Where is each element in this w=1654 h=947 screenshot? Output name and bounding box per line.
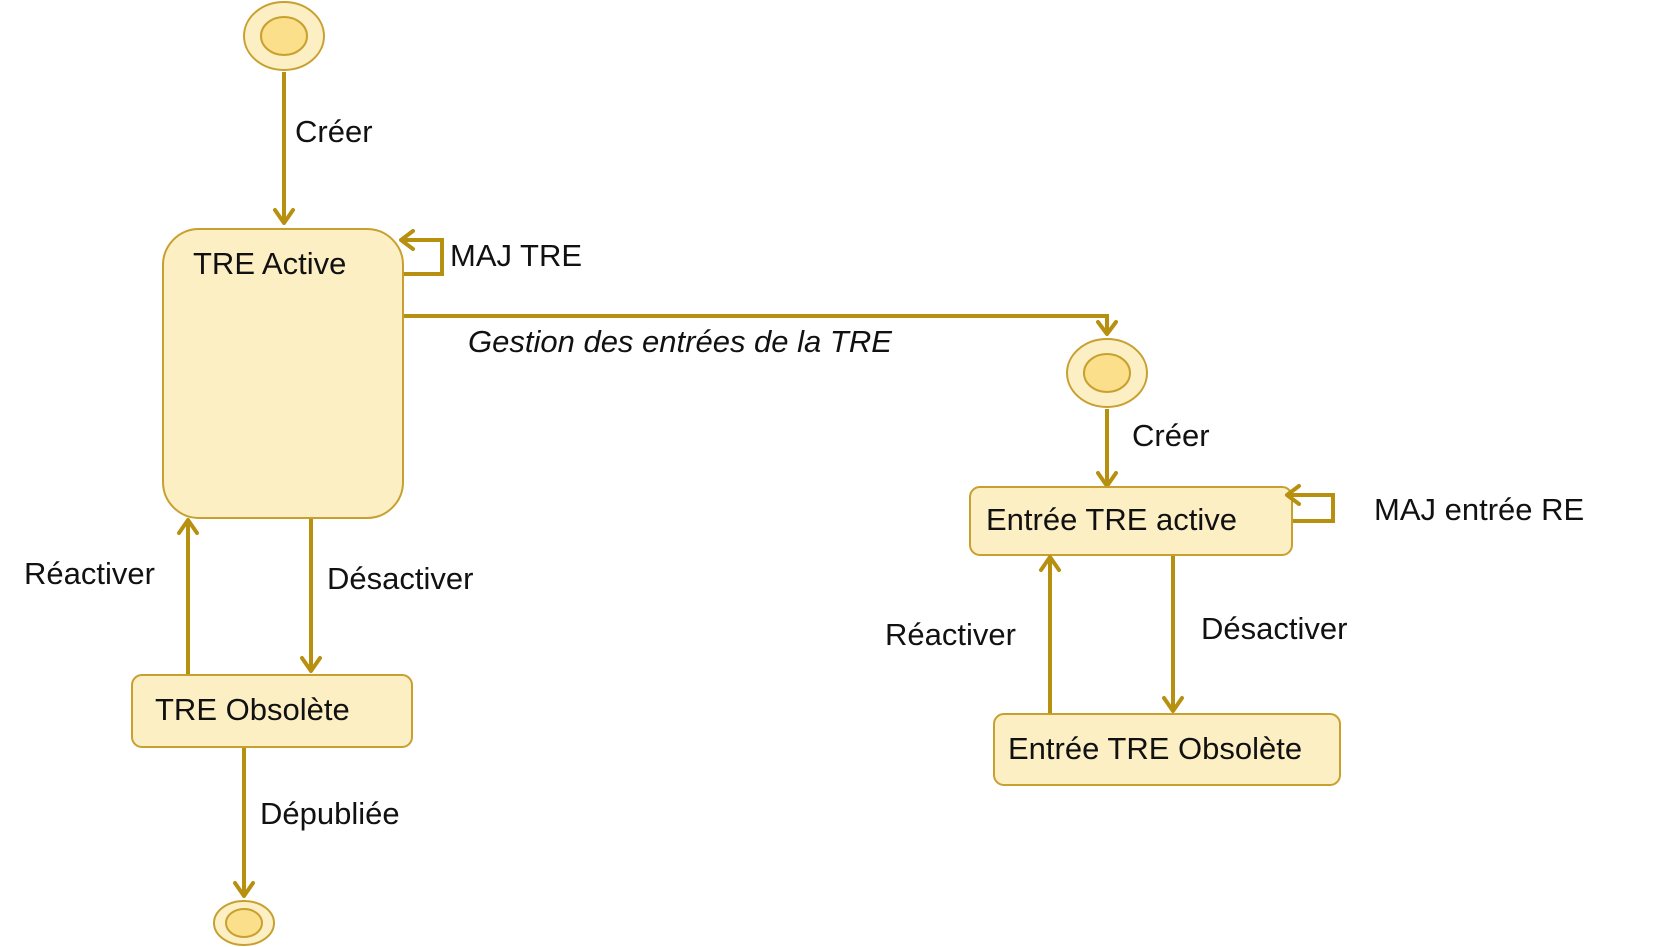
transition-creer-entree (1096, 409, 1118, 488)
state-tre-active: TRE Active (162, 228, 404, 519)
label-depubliee: Dépubliée (260, 796, 400, 831)
label-maj-entree: MAJ entrée RE (1374, 492, 1584, 527)
state-tre-obsolete: TRE Obsolète (131, 674, 413, 748)
state-entree-obsolete: Entrée TRE Obsolète (993, 713, 1341, 786)
final-state-tre (213, 900, 275, 946)
transition-reactiver-tre (177, 518, 199, 675)
transition-gestion-entrees (404, 314, 1118, 336)
transition-desactiver-tre (300, 519, 322, 673)
label-gestion-entrees: Gestion des entrées de la TRE (468, 324, 892, 359)
transition-maj-tre (399, 229, 444, 276)
state-tre-active-label: TRE Active (193, 246, 346, 281)
state-tre-obsolete-label: TRE Obsolète (155, 692, 350, 727)
label-reactiver-tre: Réactiver (24, 556, 155, 591)
transition-reactiver-entree (1039, 555, 1061, 714)
transition-desactiver-entree (1162, 556, 1184, 713)
transition-depubliee (233, 748, 255, 898)
state-entree-active: Entrée TRE active (969, 486, 1293, 556)
label-maj-tre: MAJ TRE (450, 238, 582, 273)
transition-creer-tre (273, 72, 295, 225)
label-creer-tre: Créer (295, 114, 373, 149)
label-desactiver-entree: Désactiver (1201, 611, 1347, 646)
initial-state-tre (243, 1, 325, 71)
state-entree-active-label: Entrée TRE active (986, 502, 1237, 537)
state-entree-obsolete-label: Entrée TRE Obsolète (1008, 731, 1302, 766)
label-creer-entree: Créer (1132, 418, 1210, 453)
label-desactiver-tre: Désactiver (327, 561, 473, 596)
label-reactiver-entree: Réactiver (885, 617, 1016, 652)
transition-maj-entree (1285, 484, 1335, 523)
initial-state-entree (1066, 338, 1148, 408)
